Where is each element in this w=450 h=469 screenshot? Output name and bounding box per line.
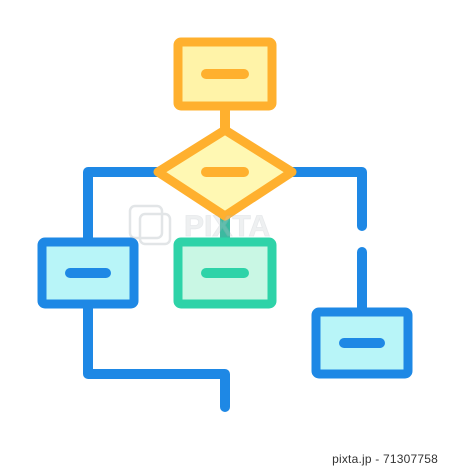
process-box-middle — [173, 237, 277, 309]
connector-decision-to-left — [83, 167, 163, 243]
watermark-text: PIXTA — [184, 210, 270, 243]
connector-left-down — [83, 301, 230, 412]
decision-diamond — [153, 125, 297, 221]
footer-bar — [0, 449, 450, 469]
stock-id-text: pixta.jp - 71307758 — [332, 452, 438, 466]
process-box-left — [37, 237, 139, 309]
process-box-top — [173, 37, 277, 111]
connector-decision-to-right-upper — [287, 167, 367, 231]
connector-lines — [83, 101, 367, 412]
process-box-right — [311, 307, 413, 379]
pixta-logo-icon — [128, 204, 172, 246]
watermark: PIXTA — [128, 204, 271, 246]
